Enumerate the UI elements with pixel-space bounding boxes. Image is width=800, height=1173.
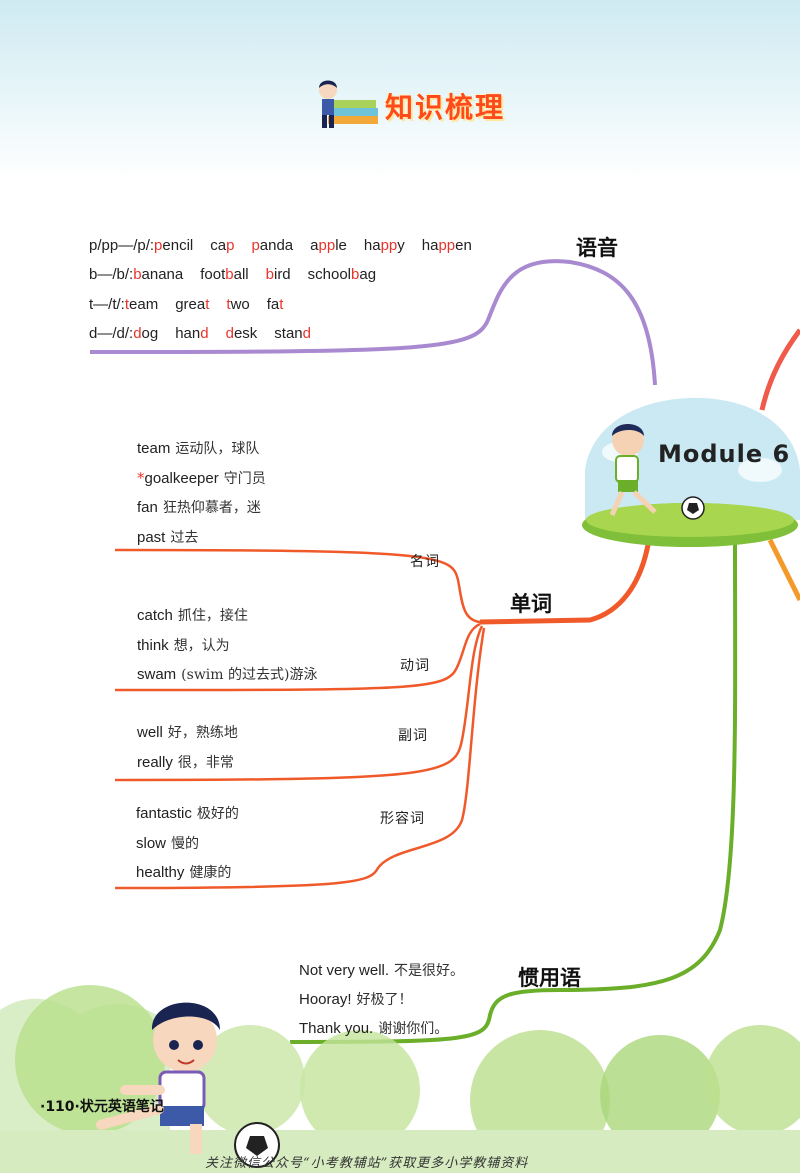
phonics-word: apple [310, 237, 347, 254]
bottom-scenery [0, 985, 800, 1173]
verbs-label: 动词 [400, 658, 430, 674]
phonics-word: fat [266, 296, 284, 313]
branch-idioms [289, 539, 738, 1044]
phonics-word: hand [175, 325, 209, 342]
phonics-word: pencil [154, 237, 194, 254]
idiom-item: Hooray!好极了！ [299, 991, 413, 1008]
adjectives-label: 形容词 [380, 811, 425, 827]
branch-adverbs [114, 625, 484, 782]
module-title: Module 6 [658, 440, 791, 468]
phonics-rule: b—/b/: [89, 266, 134, 283]
phonics-word: team [124, 296, 159, 313]
phonics-word: football [200, 266, 249, 283]
page-title: 知识梳理 [385, 91, 506, 124]
verb-item: swam(swim 的过去式)游泳 [137, 666, 318, 683]
phonics-row: p/pp—/p/:pencil cap panda apple happy happen [89, 237, 472, 254]
books-kid-icon [319, 80, 378, 128]
phonics-rule: p/pp—/p/: [89, 237, 155, 254]
phonics-word: schoolbag [307, 266, 377, 283]
sky-background [0, 0, 800, 180]
phonics-word: dog [133, 325, 159, 342]
branch-verbs [114, 622, 481, 692]
kid-bottom-head [153, 1008, 217, 1072]
idioms-label: 惯用语 [518, 966, 581, 990]
branch-bottom-right [767, 538, 800, 602]
phonics-word: cap [210, 237, 235, 254]
page-number: ·110·状元英语笔记 [40, 1099, 164, 1115]
phonics-word: desk [225, 325, 258, 342]
phonics-word: banana [133, 266, 184, 283]
phonics-rule: d—/d/: [89, 325, 134, 342]
phonics-word: bird [265, 266, 291, 283]
branch-phonics [89, 259, 657, 386]
idiom-item: Not very well.不是很好。 [299, 962, 465, 979]
footer-note: 关注微信公众号“小考教辅站”获取更多小学教辅资料 [205, 1156, 529, 1171]
phonics-rule: t—/t/: [89, 296, 125, 313]
phonics-word: two [226, 296, 250, 313]
phonics-label: 语音 [576, 236, 618, 260]
phonics-word: panda [251, 237, 294, 254]
nouns-label: 名词 [410, 554, 440, 570]
phonics-word: stand [274, 325, 311, 342]
branch-vocab-main [479, 544, 651, 625]
phonics-word: happy [363, 237, 405, 254]
idiom-item: Thank you.谢谢你们。 [299, 1020, 449, 1037]
branch-top-right [759, 328, 800, 411]
phonics-word: great [175, 296, 210, 313]
vocab-label: 单词 [510, 592, 552, 616]
branch-adjectives [114, 627, 486, 890]
kid-head [612, 424, 644, 456]
phonics-row: b—/b/:banana football bird schoolbag [89, 266, 376, 283]
branch-nouns [114, 548, 481, 624]
phonics-word: happen [421, 237, 472, 254]
module-island [582, 397, 800, 547]
adverbs-label: 副词 [398, 728, 428, 744]
